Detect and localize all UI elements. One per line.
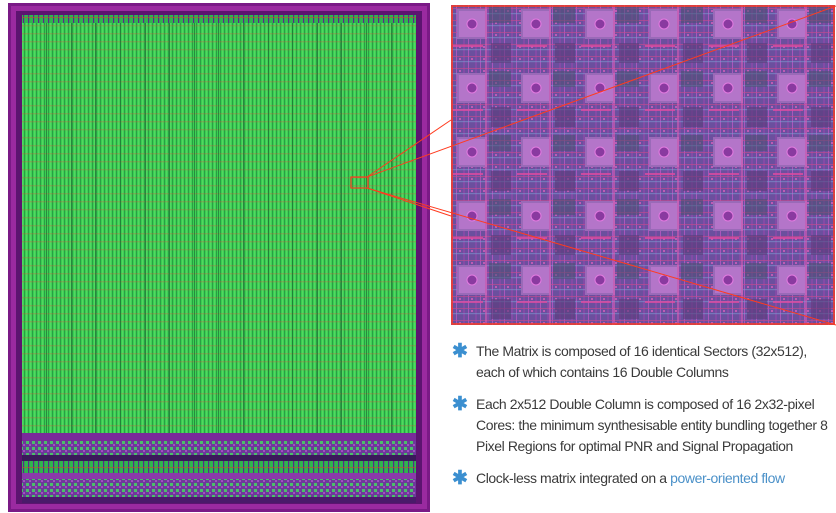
chip-periphery [22,433,416,503]
zoom-source-box [350,176,369,189]
feature-bullet-list: ✱ The Matrix is composed of 16 identical… [446,341,834,500]
chip-layout-image [8,3,430,512]
asterisk-icon: ✱ [452,468,468,489]
asterisk-icon: ✱ [452,394,468,415]
zoomed-layout-detail [451,5,835,325]
bullet-text: Each 2x512 Double Column is composed of … [476,396,828,454]
bullet-item-double-column: ✱ Each 2x512 Double Column is composed o… [446,394,834,457]
sector-dividers [46,15,392,433]
asterisk-icon: ✱ [452,341,468,362]
bullet-item-matrix-sectors: ✱ The Matrix is composed of 16 identical… [446,341,834,383]
power-oriented-flow-link[interactable]: power-oriented flow [670,470,785,486]
bullet-text: The Matrix is composed of 16 identical S… [476,343,807,380]
bullet-item-clockless: ✱ Clock-less matrix integrated on a powe… [446,468,834,489]
bullet-text: Clock-less matrix integrated on a [476,470,671,486]
